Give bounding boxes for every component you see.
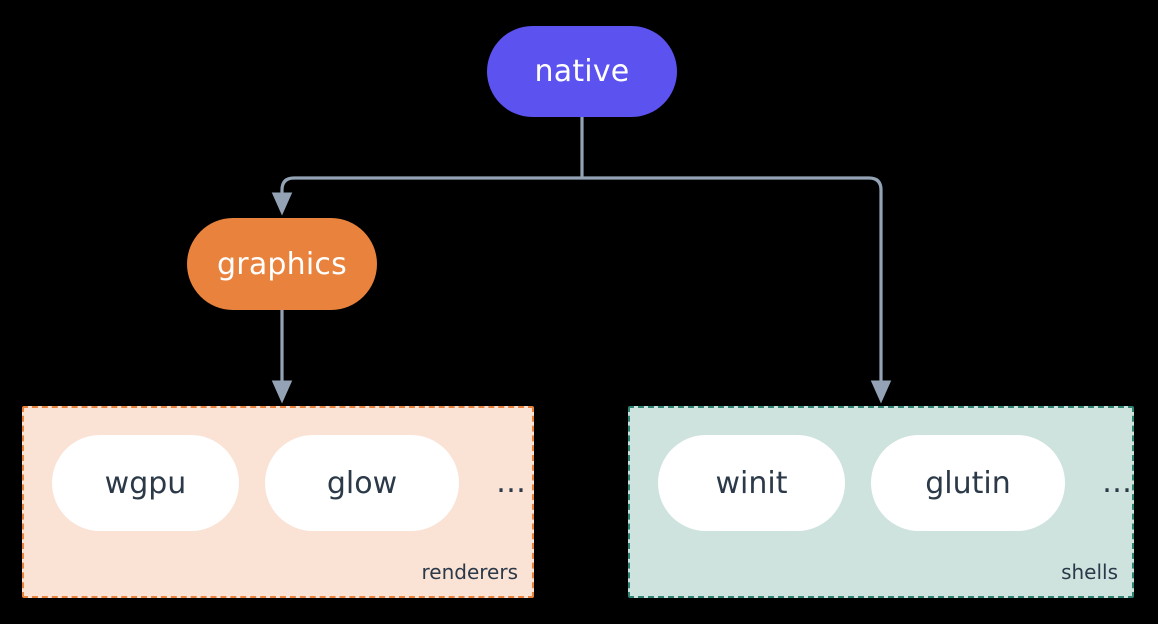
group-renderers: wgpu glow … renderers [22, 406, 534, 598]
item-label: winit [715, 465, 788, 501]
list-item[interactable]: glutin [871, 435, 1065, 531]
node-native-label: native [534, 54, 630, 89]
node-native[interactable]: native [487, 26, 677, 117]
list-item[interactable]: winit [658, 435, 845, 531]
item-label: glutin [925, 465, 1011, 501]
shells-item-row: winit glutin … [630, 435, 1143, 531]
edge-native-to-shells [582, 176, 892, 404]
list-item-ellipsis[interactable]: … [1091, 435, 1143, 531]
list-item[interactable]: glow [265, 435, 459, 531]
item-label: wgpu [104, 465, 187, 501]
group-shells: winit glutin … shells [628, 406, 1134, 598]
list-item-ellipsis[interactable]: … [485, 435, 537, 531]
node-graphics[interactable]: graphics [187, 218, 377, 310]
group-label-shells: shells [1061, 560, 1118, 584]
item-label: … [496, 465, 526, 500]
group-label-renderers: renderers [421, 560, 519, 584]
node-graphics-label: graphics [217, 246, 347, 282]
list-item[interactable]: wgpu [52, 435, 239, 531]
item-label: glow [326, 465, 398, 501]
item-label: … [1102, 465, 1132, 500]
edge-native-to-graphics [271, 176, 582, 216]
renderers-item-row: wgpu glow … [24, 435, 537, 531]
